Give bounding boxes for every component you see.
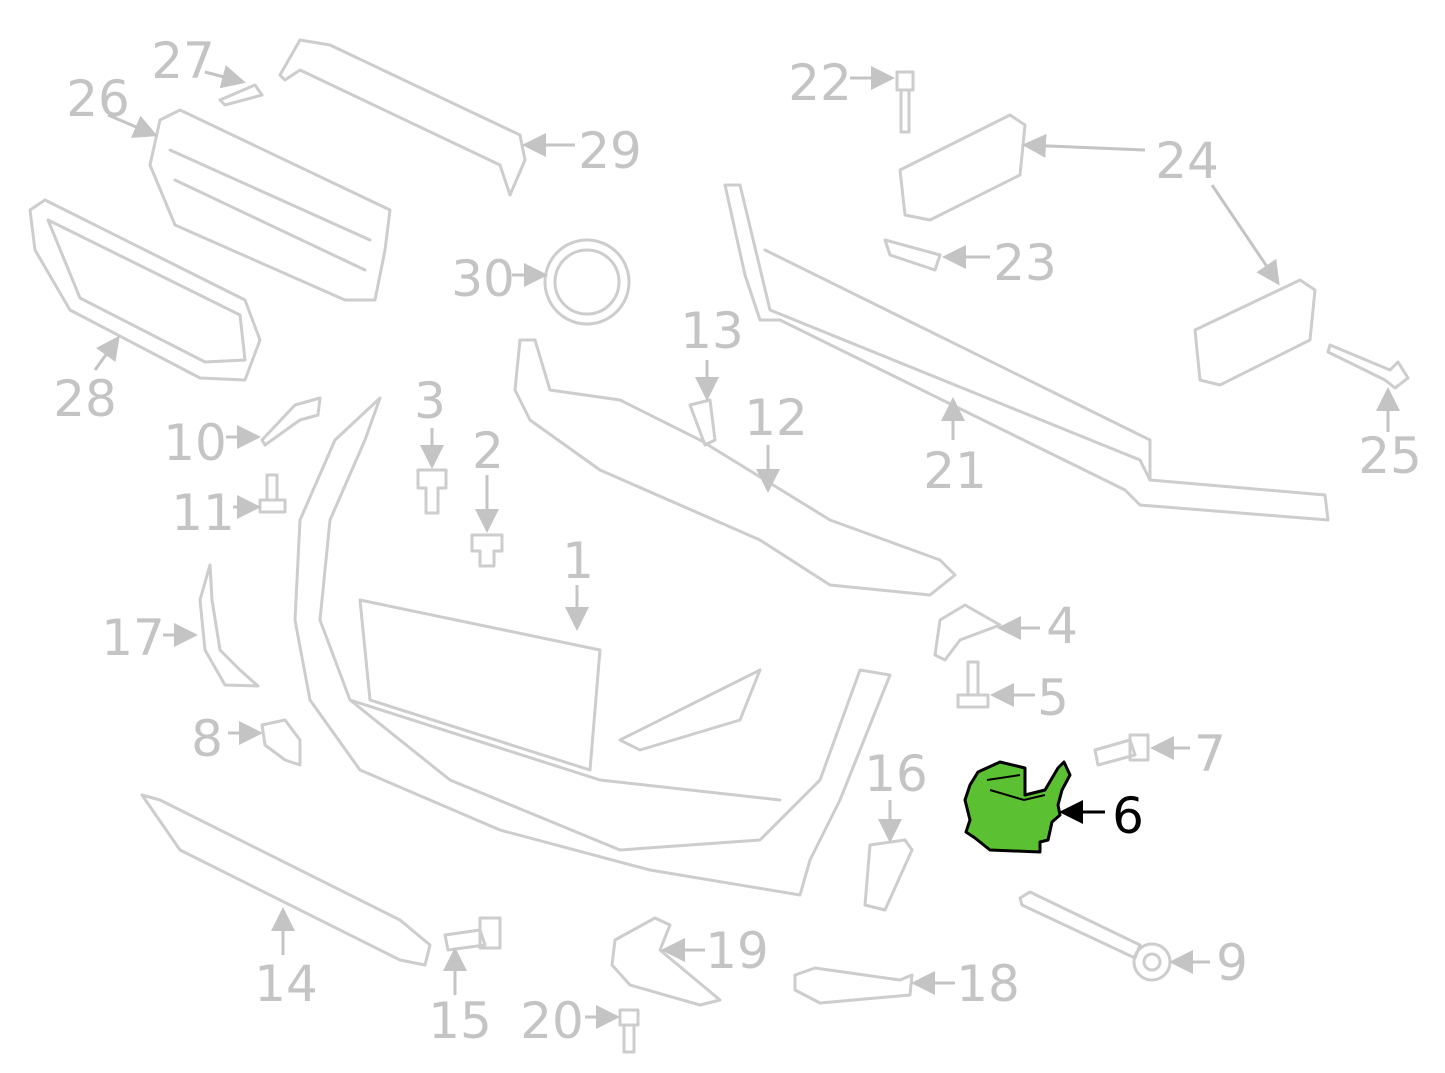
callout-16[interactable]: 16 xyxy=(864,745,928,803)
callout-4[interactable]: 4 xyxy=(1046,597,1078,655)
callout-8[interactable]: 8 xyxy=(191,710,223,768)
callout-26[interactable]: 26 xyxy=(66,70,130,128)
part-28-grille-surround xyxy=(28,198,262,382)
callout-21[interactable]: 21 xyxy=(923,442,987,500)
callout-22[interactable]: 22 xyxy=(788,54,852,112)
part-12-absorber xyxy=(513,338,957,597)
part-2-clip xyxy=(470,533,504,568)
callout-28[interactable]: 28 xyxy=(53,370,117,428)
part-4-bracket xyxy=(933,603,1002,662)
part-11-screw xyxy=(258,473,287,514)
callout-20[interactable]: 20 xyxy=(520,992,584,1050)
part-3-clip xyxy=(416,468,448,515)
callout-18[interactable]: 18 xyxy=(956,955,1020,1013)
callout-19[interactable]: 19 xyxy=(705,922,769,980)
part-1-bumper-cover xyxy=(293,396,892,897)
leader-lines xyxy=(93,65,1400,1029)
part-5-screw xyxy=(956,660,990,709)
callout-labels: 1 2 3 4 5 6 7 8 9 10 11 12 13 14 15 16 1… xyxy=(53,32,1422,1050)
part-30-emblem xyxy=(543,238,631,326)
part-8-sensor xyxy=(260,718,302,767)
callout-7[interactable]: 7 xyxy=(1194,725,1226,783)
callout-30[interactable]: 30 xyxy=(451,250,515,308)
callout-5[interactable]: 5 xyxy=(1037,669,1069,727)
part-16-cover xyxy=(863,838,914,912)
callout-9[interactable]: 9 xyxy=(1216,934,1248,992)
part-24-bracket-upper xyxy=(898,113,1027,222)
part-24-bracket-lower xyxy=(1193,278,1317,387)
callout-11[interactable]: 11 xyxy=(171,484,235,542)
part-18-bracket xyxy=(793,966,914,1005)
part-9-tow-eye xyxy=(1018,890,1172,982)
callout-12[interactable]: 12 xyxy=(744,389,808,447)
callout-17[interactable]: 17 xyxy=(101,609,165,667)
part-22-bolt xyxy=(895,70,915,134)
callout-3[interactable]: 3 xyxy=(414,372,446,430)
callout-27[interactable]: 27 xyxy=(151,32,215,90)
part-15-screw xyxy=(443,916,502,952)
part-20-screw xyxy=(618,1008,640,1054)
callout-24[interactable]: 24 xyxy=(1155,132,1219,190)
part-27-clip xyxy=(218,83,264,107)
part-26-grille xyxy=(148,108,392,302)
callout-14[interactable]: 14 xyxy=(254,955,318,1013)
part-14-grille-lower xyxy=(140,793,432,967)
part-6-highlighted-bracket xyxy=(963,760,1072,854)
part-17-bracket xyxy=(198,563,260,688)
callout-2[interactable]: 2 xyxy=(472,422,504,480)
callout-29[interactable]: 29 xyxy=(578,122,642,180)
part-29-bracket xyxy=(278,38,527,197)
part-23-plate xyxy=(883,238,942,272)
callout-6[interactable]: 6 xyxy=(1112,787,1144,845)
callout-1[interactable]: 1 xyxy=(562,532,594,590)
callout-10[interactable]: 10 xyxy=(163,414,227,472)
part-21-reinforcement xyxy=(723,183,1330,522)
part-13-clip xyxy=(688,398,717,447)
callout-23[interactable]: 23 xyxy=(993,234,1057,292)
callout-25[interactable]: 25 xyxy=(1358,427,1422,485)
callout-13[interactable]: 13 xyxy=(680,302,744,360)
callout-15[interactable]: 15 xyxy=(428,992,492,1050)
part-25-bolt xyxy=(1326,343,1410,390)
part-19-bracket xyxy=(610,916,722,1007)
part-10-sensor xyxy=(260,396,322,447)
part-7-bolt xyxy=(1093,733,1150,767)
